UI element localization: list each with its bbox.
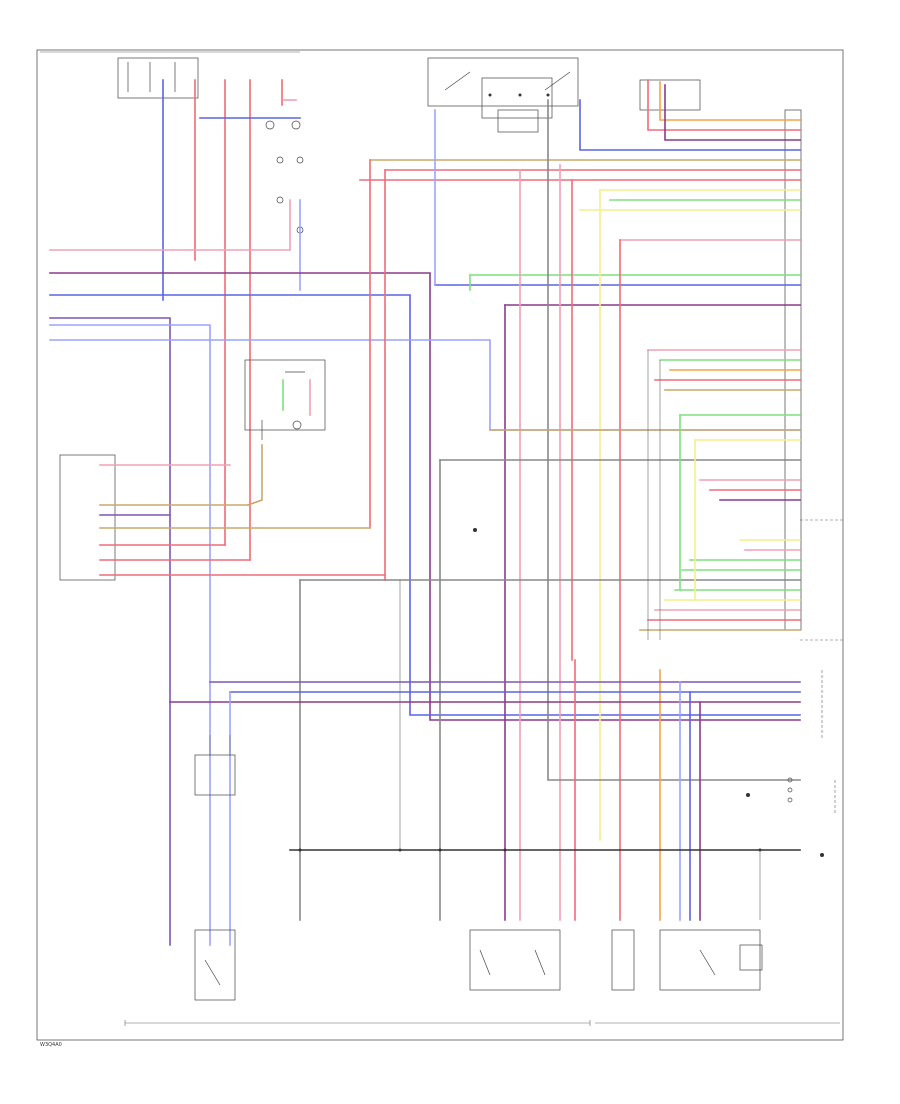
- lower-wiring: [169, 580, 801, 946]
- right-edge-connectors: [746, 519, 843, 857]
- top-left-components: [40, 51, 304, 234]
- footer-code: W3Q4A0: [40, 1042, 62, 1048]
- diagram-frame: [36, 49, 844, 1041]
- top-wiring: [49, 79, 801, 946]
- top-center-components: [427, 57, 802, 631]
- right-side-wiring: [299, 99, 801, 921]
- left-connector-block: [59, 454, 386, 581]
- center-left-components: [244, 359, 477, 532]
- bottom-components: [124, 929, 840, 1026]
